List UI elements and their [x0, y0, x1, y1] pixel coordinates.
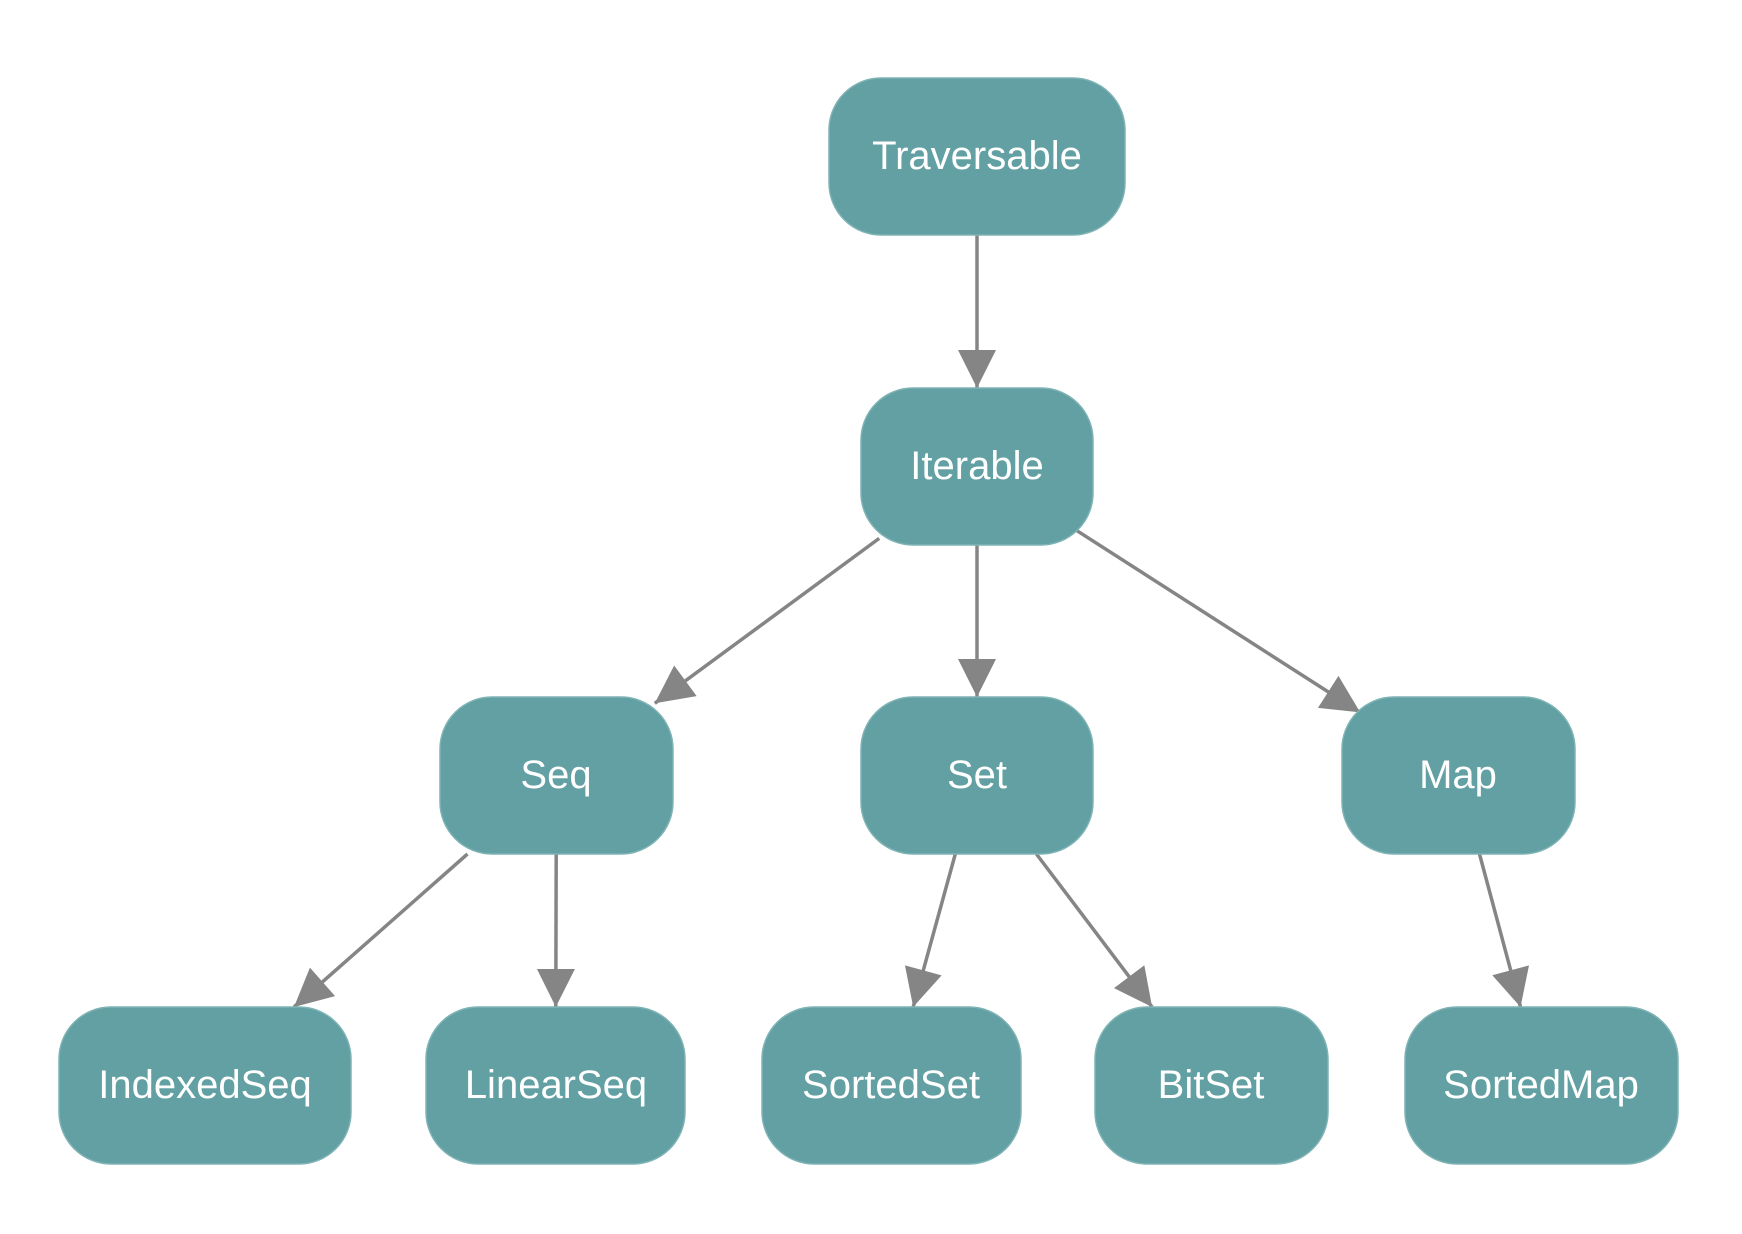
node-label-traversable: Traversable: [872, 134, 1082, 178]
node-label-seq: Seq: [520, 753, 591, 797]
node-iterable: Iterable: [860, 387, 1094, 546]
node-bitset: BitSet: [1094, 1006, 1329, 1165]
node-label-bitset: BitSet: [1158, 1063, 1265, 1107]
edge-map-sortedmap: [1477, 853, 1530, 1008]
node-label-map: Map: [1419, 753, 1497, 797]
node-traversable: Traversable: [828, 77, 1126, 236]
node-label-sortedset: SortedSet: [802, 1063, 980, 1107]
edge-iterable-seq: [653, 536, 881, 705]
node-label-iterable: Iterable: [910, 444, 1043, 488]
node-label-indexedseq: IndexedSeq: [98, 1063, 312, 1107]
node-sortedmap: SortedMap: [1404, 1006, 1679, 1165]
node-label-set: Set: [947, 753, 1007, 797]
node-label-linearseq: LinearSeq: [465, 1063, 647, 1107]
node-seq: Seq: [439, 696, 674, 855]
edge-iterable-map: [1073, 527, 1362, 714]
node-map: Map: [1341, 696, 1576, 855]
node-label-sortedmap: SortedMap: [1443, 1063, 1639, 1107]
node-indexedseq: IndexedSeq: [58, 1006, 352, 1165]
node-linearseq: LinearSeq: [425, 1006, 686, 1165]
node-set: Set: [860, 696, 1094, 855]
edge-set-sortedset: [904, 853, 957, 1008]
edge-set-bitset: [1035, 852, 1154, 1009]
node-sortedset: SortedSet: [761, 1006, 1022, 1165]
edge-seq-indexedseq: [292, 852, 469, 1009]
